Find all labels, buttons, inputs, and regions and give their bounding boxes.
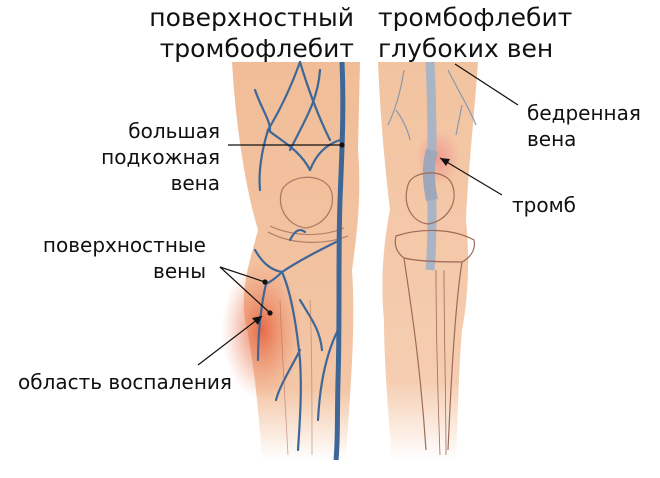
title-deep-line1: тромбофлебит xyxy=(378,3,573,32)
label-great-saphenous-vein: большая подкожная вена xyxy=(80,118,220,196)
label-line: вены xyxy=(153,259,206,283)
title-superficial-line2: тромбофлебит xyxy=(159,34,354,63)
leader-lines xyxy=(197,63,519,366)
title-superficial-line1: поверхностный xyxy=(149,3,354,32)
label-superficial-veins: поверхностные вены xyxy=(20,232,206,284)
label-line: подкожная xyxy=(101,145,220,169)
label-line: вена xyxy=(527,127,577,151)
label-thrombus: тромб xyxy=(512,193,577,217)
title-deep: тромбофлебит глубоких вен xyxy=(378,2,572,64)
label-line: вена xyxy=(170,171,220,195)
label-femoral-vein: бедренная вена xyxy=(527,100,641,152)
label-line: поверхностные xyxy=(42,233,206,257)
title-deep-line2: глубоких вен xyxy=(378,34,554,63)
right-leg xyxy=(378,61,478,460)
label-line: бедренная xyxy=(527,101,641,125)
label-line: большая xyxy=(128,119,220,143)
left-leg xyxy=(222,60,360,461)
label-inflammation-area: область воспаления xyxy=(18,370,232,394)
title-superficial: поверхностный тромбофлебит xyxy=(140,2,354,64)
